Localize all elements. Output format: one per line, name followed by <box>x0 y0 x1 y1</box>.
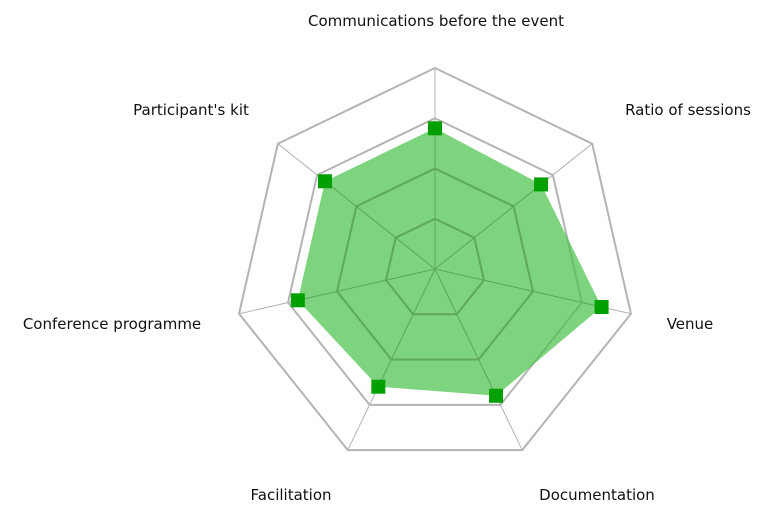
data-point-marker <box>428 121 442 136</box>
series-area-polygon <box>297 128 602 396</box>
grid-ring <box>286 117 584 406</box>
grid-spoke-overlay <box>297 268 436 301</box>
axis-label: Communications before the event <box>308 12 564 30</box>
data-point-marker <box>534 177 549 192</box>
data-point-marker <box>489 388 504 403</box>
grid-spoke-overlay <box>377 268 436 387</box>
grid-ring-overlay <box>335 167 535 361</box>
grid-spoke-overlay <box>324 180 436 270</box>
radar-grid-overlay <box>297 128 602 396</box>
grid-ring <box>237 66 633 452</box>
grid-spoke-overlay <box>434 268 602 308</box>
grid-spoke-overlay <box>434 268 497 396</box>
data-point-marker <box>371 379 386 394</box>
data-point-marker <box>290 293 305 308</box>
axis-label: Facilitation <box>251 486 332 504</box>
axis-label: Participant's kit <box>133 101 249 119</box>
series-area <box>297 128 602 396</box>
grid-ring-overlay <box>384 217 486 316</box>
data-point-marker <box>317 174 332 189</box>
grid-spoke-overlay <box>434 184 542 270</box>
data-point-marker <box>594 300 609 315</box>
axis-label: Documentation <box>539 486 655 504</box>
axis-label: Ratio of sessions <box>625 101 751 119</box>
series-markers <box>290 121 609 403</box>
axis-label: Conference programme <box>23 315 201 333</box>
axis-label: Venue <box>667 315 714 333</box>
